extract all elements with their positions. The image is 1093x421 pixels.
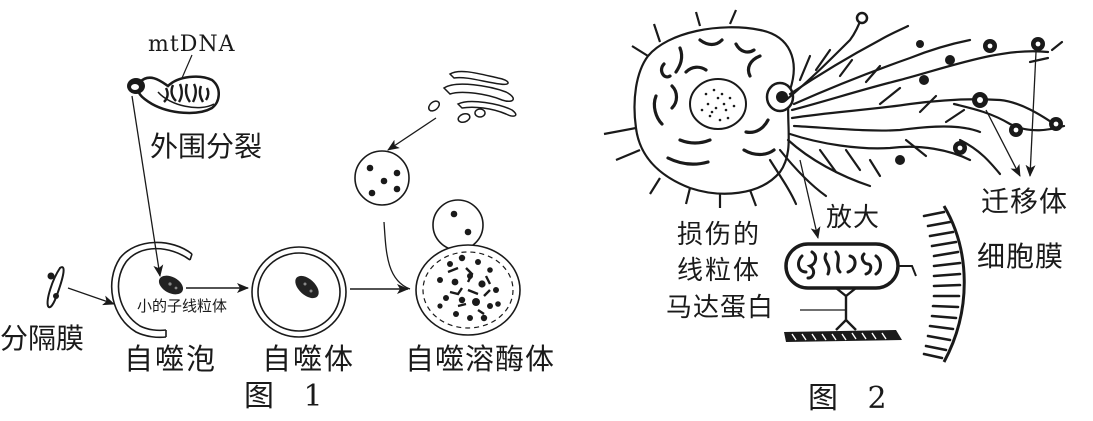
retraction-fibers xyxy=(768,14,1066,206)
autolysosome-label: 自噬溶酶体 xyxy=(405,342,556,376)
microtubule-icon xyxy=(784,330,902,342)
figure-1-drawing xyxy=(46,54,521,339)
centrosome-icon xyxy=(765,81,795,113)
motor-protein-label: 马达蛋白 xyxy=(666,293,775,323)
migrasome-icons xyxy=(855,11,1063,165)
mtdna-pointer-line xyxy=(181,54,193,79)
isolation-membrane-icon xyxy=(46,266,65,309)
migrasome-arrow-2 xyxy=(1025,51,1037,177)
autophagosome-label: 自噬体 xyxy=(262,342,356,376)
mtdna-label: mtDNA xyxy=(148,32,236,57)
nucleus-icon xyxy=(689,78,747,130)
motor-protein-icon xyxy=(835,287,857,331)
autophagic-vesicle-label: 自噬泡 xyxy=(124,342,218,376)
migrasome-label: 迁移体 xyxy=(981,185,1069,218)
small-daughter-mitochondrion-label: 小的子线粒体 xyxy=(137,297,228,315)
cell-membrane-label: 细胞膜 xyxy=(977,240,1065,273)
autophagic-vesicle-icon xyxy=(111,241,193,339)
autophagosome-icon xyxy=(251,246,347,338)
membrane-arrow xyxy=(67,287,115,306)
golgi-apparatus-icon xyxy=(427,70,517,124)
small-mitochondrion-icon xyxy=(158,275,184,295)
figure-2-caption: 图 2 xyxy=(808,381,897,416)
isolation-membrane-label: 分隔膜 xyxy=(0,322,85,355)
peripheral-fission-label: 外围分裂 xyxy=(150,130,263,163)
fission-arrow xyxy=(131,95,164,277)
autolysosome-icon xyxy=(415,199,521,336)
lysosome-icon xyxy=(354,150,410,206)
damaged-mitochondrion-label-line2: 线粒体 xyxy=(677,256,762,286)
parent-mitochondrion-icon xyxy=(127,75,220,115)
golgi-arrow xyxy=(387,117,437,151)
mitochondrion-membrane-link xyxy=(898,265,917,277)
cell-membrane-icon xyxy=(922,205,966,363)
magnify-label: 放大 xyxy=(826,203,881,233)
migrasome-arrow-1 xyxy=(985,109,1021,177)
damaged-mitochondrion-icon xyxy=(784,242,900,290)
damaged-mitochondrion-label-line1: 损伤的 xyxy=(677,220,762,250)
lysosome-fusion-arrow xyxy=(383,221,411,290)
magnify-arrow xyxy=(799,159,821,239)
figure-1-caption: 图 1 xyxy=(244,379,333,414)
cell-body-icon xyxy=(603,9,795,208)
cytoplasm-organelles xyxy=(652,38,776,166)
